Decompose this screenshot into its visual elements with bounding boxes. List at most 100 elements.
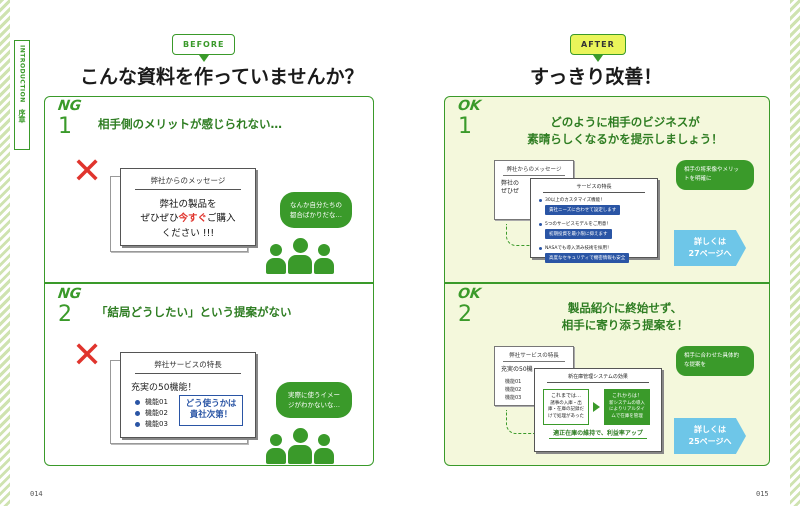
ng2-thought-line2: ジがわかないな… [288,401,340,410]
ng2-feature-list: 機能01 機能02 機能03 [135,397,255,431]
ng1-tag-number: 1 [58,114,72,139]
ng2-thought-line1: 実際に使うイメー [288,391,340,399]
before-title: こんな資料を作っていませんか？ [80,66,364,88]
before-label: BEFORE [172,34,236,62]
ng1-doc-title: 弊社からのメッセージ [135,175,241,190]
list-item: 機能02 [135,408,255,419]
ok1-feature-3-pill: 高度なセキュリティで機密情報も安全 [545,253,630,263]
ok2-detail-card-title: 新在庫管理システムの効果 [547,373,649,383]
ng1-cross-icon: ✕ [72,151,103,192]
ng2-cross-icon: ✕ [72,335,103,376]
after-label-tail [592,55,603,62]
list-item: 機能03 [135,419,255,430]
ng1-doc-card: 弊社からのメッセージ 弊社の製品を ぜひぜひ今すぐご購入 ください !!! [120,168,256,246]
ng1-doc-line2c: ご購入 [207,213,236,225]
chapter-tab: INTRODUCTION 序章 [14,40,30,150]
ok1-point: どのように相手のビジネスが 素晴らしくなるかを提示しましょう！ [500,114,750,149]
ng1-doc-line2a: ぜひぜひ [140,213,179,225]
ok2-compare-row: これまでは… 諸事の入庫・出庫・在庫の記録だけで処理があった これからは！ 新シ… [543,389,653,425]
ok1-back-doc-line2: ぜひぜ [501,188,520,196]
ok2-result: 適正在庫の維持で、利益率アップ [549,428,647,439]
page-number-right: 015 [756,490,769,498]
ng2-point: 「結局どうしたい」という提案がない [96,305,292,319]
ng1-thought-line1: なんか自分たちの [290,201,342,209]
page-number-left: 014 [30,490,43,498]
ng1-audience-icon [266,238,334,274]
ok1-note: 相手の将来像やメリッ トを明確に [676,160,754,190]
ok2-note: 相手に合わせた具体的 な提案を [676,346,754,376]
ng2-stamp-line2: 貴社次第！ [189,410,233,421]
ng2-doc-card: 弊社サービスの特長 充実の50機能！ 機能01 機能02 機能03 どう使うかは… [120,352,256,438]
right-stripe-decoration [790,0,800,506]
ok2-page-link-line2: 25ページへ [688,437,732,446]
ok2-page-link-button[interactable]: 詳しくは 25ページへ [674,418,746,454]
ok2-page-link-line1: 詳しくは [694,425,726,434]
ok1-page-link-line1: 詳しくは [694,237,726,246]
ok1-note-line2: トを明確に [684,175,712,182]
ok1-back-doc-body: 弊社の ぜひぜ [501,180,567,197]
ng2-stamp-line1: どう使うかは [185,399,237,409]
ng2-tag: NG 2 [56,286,88,332]
ng1-thought-line2: 都合ばかりだな… [289,211,343,220]
ok1-flow-arrow [506,224,532,246]
ng1-doc-line3: ください !!! [161,227,215,239]
person-icon [288,428,312,464]
ok2-back-doc-title: 弊社サービスの特長 [503,351,565,362]
ok2-tag-number: 2 [458,302,472,327]
ok2-tag-label: OK [456,286,482,302]
left-stripe-decoration [0,0,10,506]
ok2-before-body: 諸事の入庫・出庫・在庫の記録だけで処理があった [548,400,584,420]
chapter-label: 序章 [18,108,26,123]
ok2-after-body: 新システムの導入によりリアルタイムで在庫を管理 [609,400,645,420]
ok1-point-line1: どのように相手のビジネスが [550,115,700,129]
ng2-doc-heading: 充実の50機能！ [131,383,197,393]
ok1-page-link-button[interactable]: 詳しくは 27ページへ [674,230,746,266]
ok1-feature-2-pill: 初期投資を最小限に抑えます [545,229,612,239]
ok1-feature-2: 5つのサービスモデルをご用意！ 初期投資を最小限に抑えます [539,221,649,241]
ok1-back-doc-line1: 弊社の [501,180,520,187]
after-panel-divider [444,282,770,284]
ok1-page-link-line2: 27ページへ [688,249,732,258]
ng2-tag-label: NG [56,286,83,302]
ng2-stamp: どう使うかは 貴社次第！ [179,395,243,426]
ok1-tag: OK 1 [456,98,488,144]
ng1-doc-highlight: 今すぐ [178,213,207,225]
ok2-note-line2: な提案を [684,361,707,368]
ok2-back-doc-heading: 充実の50機 [501,366,533,373]
ng1-doc-body: 弊社の製品を ぜひぜひ今すぐご購入 ください !!! [121,198,255,241]
after-label: AFTER [570,34,626,62]
person-icon [266,244,286,274]
chapter-name: INTRODUCTION [18,45,26,103]
ok2-detail-card: 新在庫管理システムの効果 これまでは… 諸事の入庫・出庫・在庫の記録だけで処理が… [534,368,662,452]
ng1-doc-line1: 弊社の製品を [159,199,217,210]
ng1-tag: NG 1 [56,98,88,144]
ng1-tag-label: NG [56,98,83,114]
list-item: 機能01 [505,379,522,386]
person-icon [314,434,334,464]
person-icon [288,238,312,274]
ng1-thought-bubble: なんか自分たちの 都合ばかりだな… [280,192,352,229]
after-title: すっきり改善！ [530,66,663,88]
ok2-after-label: これからは！ [611,393,642,399]
ng2-doc-title: 弊社サービスの特長 [135,359,241,374]
ok2-before-box: これまでは… 諸事の入庫・出庫・在庫の記録だけで処理があった [543,389,589,425]
before-label-tail [198,55,209,62]
person-icon [266,434,286,464]
ng2-thought-bubble: 実際に使うイメー ジがわかないな… [276,382,352,419]
ok1-point-line2: 素晴らしくなるかを提示しましょう！ [527,132,723,147]
after-label-text: AFTER [570,34,626,55]
ok2-point: 製品紹介に終始せず、 相手に寄り添う提案を！ [500,300,750,335]
ok1-detail-card-title: サービスの特長 [543,183,645,193]
ok1-tag-label: OK [456,98,482,114]
ok2-tag: OK 2 [456,286,488,332]
list-item: 機能03 [505,395,522,402]
ok1-feature-1-pill: 貴社ニーズに合わせて設定します [545,205,621,215]
ok2-note-line1: 相手に合わせた具体的 [684,353,740,359]
ok2-flow-arrow [506,410,536,434]
ok2-point-line2: 相手に寄り添う提案を！ [561,318,689,333]
ng2-tag-number: 2 [58,302,72,327]
person-icon [314,244,334,274]
list-item: 機能02 [505,387,522,394]
ok2-back-doc-list: 機能01 機能02 機能03 [505,378,573,402]
before-panel-divider [44,282,374,284]
